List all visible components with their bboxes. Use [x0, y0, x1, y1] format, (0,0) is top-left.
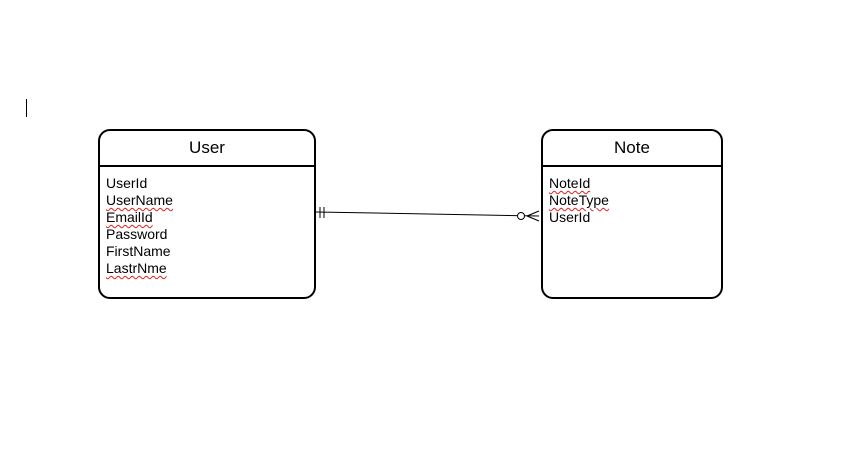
crows-foot-lower — [526, 215, 540, 222]
entity-user[interactable]: User UserId UserName EmailId Password Fi… — [98, 129, 316, 299]
relationship-line — [315, 211, 540, 217]
field-note-type: NoteType — [549, 192, 609, 208]
zero-optional-circle — [517, 212, 525, 220]
field-last-name: LastrNme — [106, 260, 167, 276]
crows-foot-upper — [526, 210, 540, 217]
entity-note[interactable]: Note NoteId NoteType UserId — [541, 129, 723, 299]
field-first-name: FirstName — [106, 243, 171, 259]
entity-title: Note — [543, 131, 721, 167]
field-email-id: EmailId — [106, 209, 153, 225]
field-user-id: UserId — [549, 209, 591, 225]
entity-fields: NoteId NoteType UserId — [543, 167, 721, 226]
entity-fields: UserId UserName EmailId Password FirstNa… — [100, 167, 314, 277]
field-user-name: UserName — [106, 192, 173, 208]
text-cursor — [26, 99, 27, 117]
entity-title: User — [100, 131, 314, 167]
field-user-id: UserId — [106, 175, 148, 191]
field-note-id: NoteId — [549, 175, 591, 191]
field-password: Password — [106, 226, 168, 242]
